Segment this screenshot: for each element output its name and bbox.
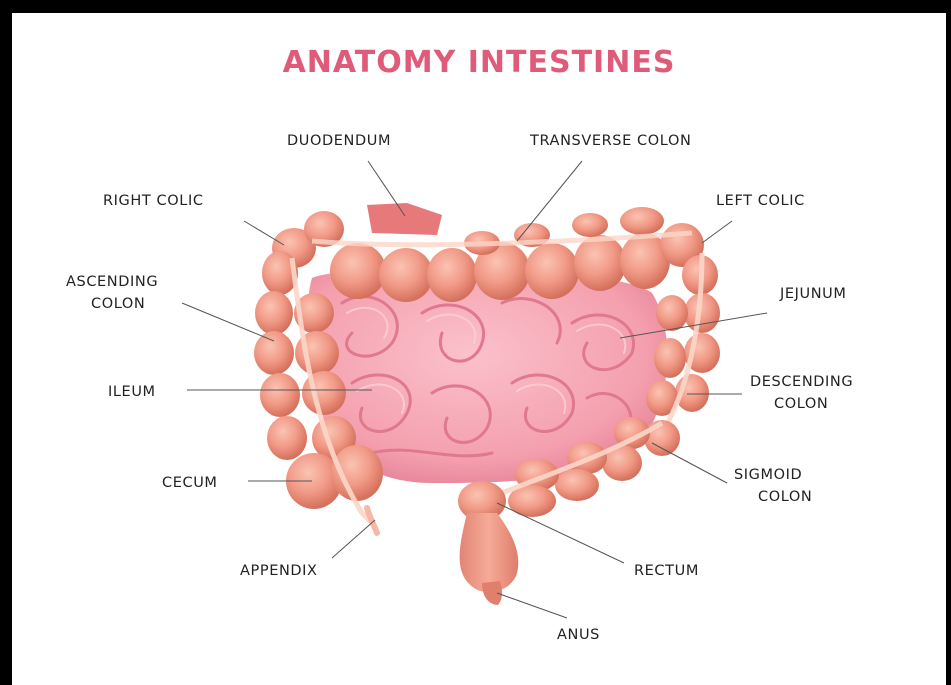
label-cecum: CECUM — [162, 475, 218, 491]
intestines-diagram: DUODENDUM TRANSVERSE COLON RIGHT COLIC L… — [12, 13, 946, 685]
appendix-shape — [367, 508, 377, 533]
label-sigmoid-colon-line1: SIGMOID — [734, 467, 802, 483]
label-jejunum: JEJUNUM — [779, 286, 847, 302]
label-descending-colon-line1: DESCENDING — [750, 374, 853, 390]
label-left-colic: LEFT COLIC — [716, 193, 805, 209]
label-ileum: ILEUM — [108, 384, 156, 400]
label-anus: ANUS — [557, 627, 600, 643]
leader-appendix — [332, 520, 375, 558]
label-transverse-colon: TRANSVERSE COLON — [529, 133, 691, 149]
leader-anus — [497, 593, 567, 618]
duodenum-shape — [367, 203, 442, 235]
label-appendix: APPENDIX — [240, 563, 318, 579]
poster-frame: ANATOMY INTESTINES — [12, 13, 946, 685]
leader-right-colic — [244, 221, 284, 245]
label-ascending-colon-line2: COLON — [91, 296, 145, 312]
transverse-colon-shape — [272, 207, 704, 302]
label-ascending-colon-line1: ASCENDING — [66, 274, 158, 290]
leader-left-colic — [702, 221, 732, 243]
label-sigmoid-colon-line2: COLON — [758, 489, 812, 505]
leader-sigmoid-colon — [652, 443, 727, 483]
leader-transverse-colon — [517, 161, 582, 241]
label-right-colic: RIGHT COLIC — [103, 193, 204, 209]
label-duodendum: DUODENDUM — [287, 133, 391, 149]
label-descending-colon-line2: COLON — [774, 396, 828, 412]
label-rectum: RECTUM — [634, 563, 699, 579]
